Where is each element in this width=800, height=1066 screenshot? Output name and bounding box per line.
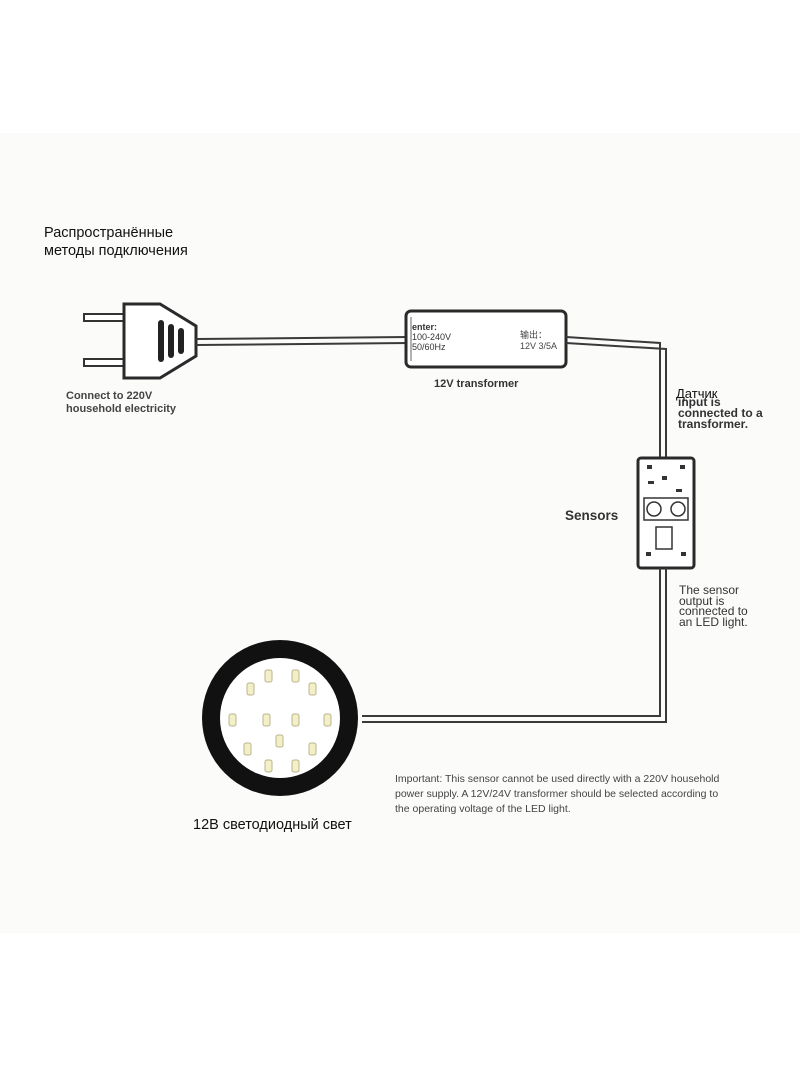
sensor-output-note: The sensor output is connected to an LED…: [679, 583, 748, 629]
transformer-caption: 12V transformer: [434, 378, 519, 390]
transformer-output-spec: 12V 3/5A: [520, 341, 558, 351]
transformer-input-spec: 100-240V 50/60Hz: [412, 332, 452, 352]
transformer-output-label: 输出：: [520, 330, 548, 340]
wire-sensor-to-led: [362, 568, 667, 723]
plug-caption: Connect to 220V household electricity: [66, 390, 177, 415]
led-caption: 12В светодиодный свет: [193, 817, 352, 833]
page-heading: Распространённые методы подключения: [44, 225, 188, 259]
plug-icon: [83, 302, 198, 380]
transformer-input: enter: 100-240V 50/60Hz: [412, 322, 451, 352]
transformer-box: [404, 309, 568, 369]
wire-transformer-to-sensor: [565, 336, 667, 460]
sensor-input-note-ru: Датчик: [676, 386, 718, 401]
sensor-label: Sensors: [565, 508, 619, 523]
transformer-input-label: enter:: [412, 322, 438, 332]
sensor-input-note: input is connected to a transformer.: [678, 395, 763, 431]
led-light-icon: [202, 640, 358, 796]
wire-plug-to-transformer: [195, 336, 411, 346]
sensor-module: [636, 456, 696, 570]
transformer-output: 输出： 12V 3/5A: [520, 330, 557, 352]
important-note: Important: This sensor cannot be used di…: [395, 773, 720, 815]
